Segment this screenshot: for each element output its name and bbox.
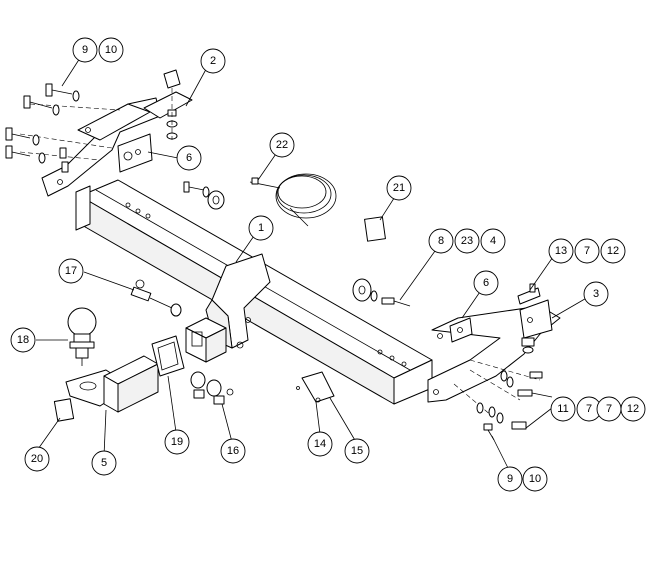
callout-17: 17 (58, 258, 84, 284)
receiver-collar (151, 335, 185, 377)
svg-text:6: 6 (483, 277, 489, 289)
svg-text:7: 7 (606, 403, 612, 415)
hitch-pin (130, 279, 182, 317)
callout-23: 23 (454, 228, 480, 254)
svg-text:19: 19 (171, 436, 183, 448)
callout-3: 3 (583, 281, 609, 307)
ball-mount (65, 355, 159, 413)
svg-text:20: 20 (31, 453, 43, 465)
d-shackles (190, 371, 234, 405)
callout-10-top: 10 (98, 37, 124, 63)
stud-bracket (143, 69, 193, 140)
callout-6-left: 6 (176, 145, 202, 171)
receiver-bracket (185, 253, 271, 363)
callout-5: 5 (91, 450, 117, 476)
callout-15: 15 (344, 438, 370, 464)
svg-text:9: 9 (507, 473, 513, 485)
callout-19: 19 (164, 429, 190, 455)
svg-text:2: 2 (210, 55, 216, 67)
svg-text:12: 12 (627, 403, 639, 415)
right-bolts (476, 337, 553, 441)
callout-11: 11 (550, 396, 576, 422)
callout-21: 21 (386, 175, 412, 201)
callout-9-bottom: 9 (497, 466, 523, 492)
callout-2: 2 (200, 48, 226, 74)
left-bolts (5, 83, 80, 173)
svg-text:18: 18 (17, 334, 29, 346)
callout-16: 16 (220, 438, 246, 464)
svg-text:9: 9 (82, 44, 88, 56)
callout-7-c: 7 (596, 396, 622, 422)
clip-bracket (517, 283, 541, 305)
tow-ball (67, 307, 97, 366)
callout-20: 20 (24, 446, 50, 472)
callout-10-bottom: 10 (522, 466, 548, 492)
svg-text:21: 21 (393, 182, 405, 194)
label-sticker (364, 216, 386, 242)
rubber-spacer (352, 278, 411, 307)
svg-text:17: 17 (65, 265, 77, 277)
svg-text:13: 13 (555, 245, 567, 257)
svg-text:10: 10 (105, 44, 117, 56)
svg-text:7: 7 (586, 403, 592, 415)
callout-14: 14 (307, 431, 333, 457)
callout-7-a: 7 (574, 238, 600, 264)
left-side-bracket (19, 97, 161, 197)
svg-text:11: 11 (557, 403, 568, 415)
svg-text:7: 7 (584, 245, 590, 257)
callout-8: 8 (428, 228, 454, 254)
spacer-bolt (183, 181, 225, 210)
svg-text:23: 23 (461, 235, 473, 247)
wiring-coil (249, 173, 337, 227)
svg-text:4: 4 (490, 235, 496, 247)
svg-text:3: 3 (593, 288, 599, 300)
svg-text:1: 1 (258, 222, 264, 234)
callout-12-a: 12 (600, 238, 626, 264)
svg-text:16: 16 (227, 445, 239, 457)
svg-text:8: 8 (438, 235, 444, 247)
callout-18: 18 (10, 327, 36, 353)
callouts: 9 10 2 6 22 21 1 8 23 4 13 7 12 6 3 17 1… (10, 37, 646, 492)
svg-text:22: 22 (276, 139, 288, 151)
svg-text:12: 12 (607, 245, 619, 257)
svg-text:15: 15 (351, 445, 363, 457)
callout-9-top: 9 (72, 37, 98, 63)
svg-text:14: 14 (314, 438, 326, 450)
callout-6-right: 6 (473, 270, 499, 296)
callout-22: 22 (269, 132, 295, 158)
right-side-bracket (427, 299, 561, 417)
socket-plate (296, 371, 335, 403)
callout-4: 4 (480, 228, 506, 254)
svg-text:5: 5 (101, 457, 107, 469)
callout-1: 1 (248, 215, 274, 241)
callout-7-b: 7 (576, 396, 602, 422)
svg-text:6: 6 (186, 152, 192, 164)
tag-plate (53, 398, 75, 422)
callout-13: 13 (548, 238, 574, 264)
svg-text:10: 10 (529, 473, 541, 485)
callout-12-b: 12 (620, 396, 646, 422)
